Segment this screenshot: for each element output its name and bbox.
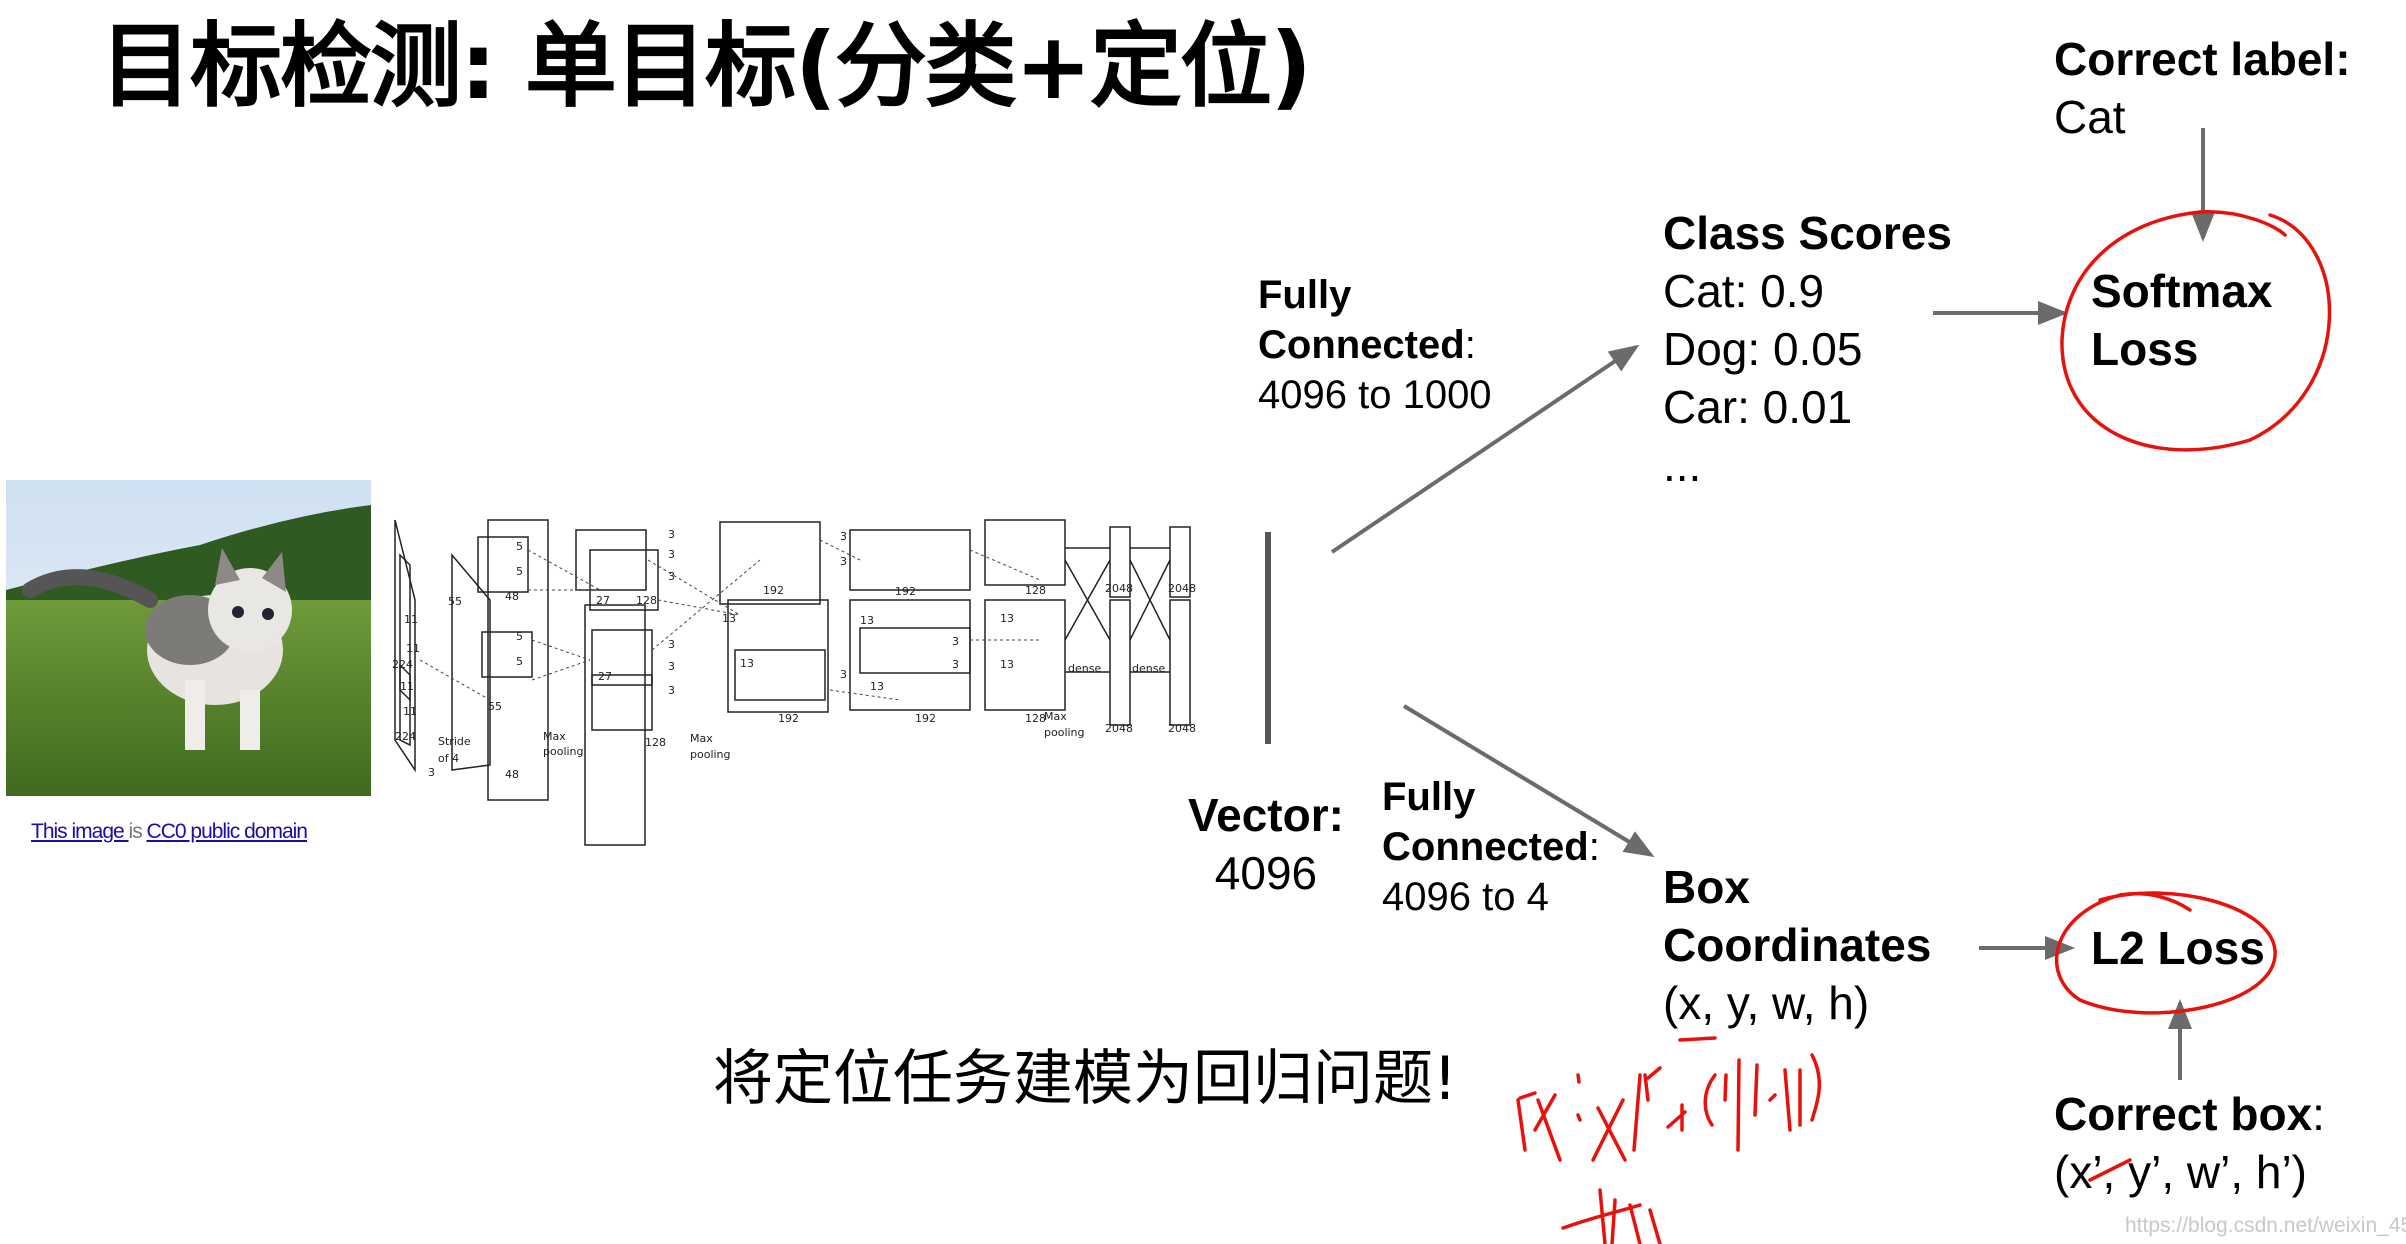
network-label: Max	[543, 730, 566, 743]
network-label: 5	[516, 540, 523, 553]
box-coordinates: Box Coordinates (x, y, w, h)	[1663, 858, 1931, 1032]
network-label: 224	[395, 730, 416, 743]
class-score-item: Cat: 0.9	[1663, 265, 1825, 317]
network-label: Stride	[438, 735, 471, 748]
network-label: 3	[952, 635, 959, 648]
vector-label: Vector: 4096	[1188, 786, 1344, 902]
fc-top-value: 4096 to 1000	[1258, 373, 1492, 417]
fc-top-colon: :	[1464, 323, 1476, 367]
network-label: 128	[1025, 584, 1046, 597]
network-label: 3	[840, 530, 847, 543]
vector-size: 4096	[1214, 847, 1318, 899]
network-label: 2048	[1105, 722, 1133, 735]
network-label: 224	[392, 658, 413, 671]
feature-vector-bar	[1265, 532, 1271, 744]
slide-title: 目标检测: 单目标(分类+定位)	[100, 13, 1312, 120]
class-score-item: ...	[1663, 439, 1702, 491]
correct-label-title: Correct label:	[2054, 33, 2351, 85]
l2-loss: L2 Loss	[2091, 922, 2265, 974]
fc-bottom-line2: Connected	[1382, 825, 1589, 869]
network-label: 3	[668, 548, 675, 561]
network-label: 13	[722, 612, 736, 625]
network-label: 13	[860, 614, 874, 627]
network-label: 2048	[1168, 582, 1196, 595]
network-label: 192	[915, 712, 936, 725]
network-label: 128	[636, 594, 657, 607]
fc-bottom-value: 4096 to 4	[1382, 875, 1549, 919]
correct-box-colon: :	[2312, 1088, 2325, 1140]
network-label: 48	[505, 590, 519, 603]
network-label: 11	[406, 642, 420, 655]
network-label: 192	[763, 584, 784, 597]
network-label: of 4	[438, 752, 459, 765]
network-label: 2048	[1168, 722, 1196, 735]
network-label: 3	[952, 658, 959, 671]
network-label: 27	[596, 594, 610, 607]
network-label: Max	[690, 732, 713, 745]
network-label: pooling	[1044, 726, 1085, 739]
network-label: 2048	[1105, 582, 1133, 595]
network-label: 13	[1000, 658, 1014, 671]
softmax-loss: Softmax Loss	[2091, 262, 2272, 378]
network-label: 128	[1025, 712, 1046, 725]
fc-top-label: Fully Connected: 4096 to 1000	[1258, 270, 1492, 420]
vector-title: Vector:	[1188, 789, 1344, 841]
network-label: 5	[516, 630, 523, 643]
license-link[interactable]: CC0 public domain	[146, 820, 308, 843]
fc-top-line2: Connected	[1258, 323, 1465, 367]
network-label: 11	[404, 613, 418, 626]
network-label: 55	[448, 595, 462, 608]
fc-bottom-line1: Fully	[1382, 775, 1476, 819]
class-score-item: Dog: 0.05	[1663, 323, 1863, 375]
correct-box-title: Correct box	[2054, 1088, 2313, 1140]
network-label: 13	[1000, 612, 1014, 625]
softmax-line1: Softmax	[2091, 265, 2273, 317]
network-label: 11	[400, 680, 414, 693]
correct-box-value: (x’, y’, w’, h’)	[2054, 1146, 2307, 1198]
softmax-line2: Loss	[2091, 323, 2199, 375]
network-label: 3	[668, 528, 675, 541]
network-label: 5	[516, 655, 523, 668]
correct-label: Correct label: Cat	[2054, 30, 2351, 146]
network-label: 13	[870, 680, 884, 693]
watermark: https://blog.csdn.net/weixin_45562510	[2125, 1214, 2406, 1237]
network-label: 55	[488, 700, 502, 713]
network-label: 3	[668, 570, 675, 583]
network-label: 3	[668, 684, 675, 697]
network-label: 3	[840, 555, 847, 568]
fc-bottom-label: Fully Connected: 4096 to 4	[1382, 772, 1600, 922]
box-coords-line2: Coordinates	[1663, 919, 1932, 971]
fc-top-line1: Fully	[1258, 273, 1352, 317]
fc-bottom-colon: :	[1588, 825, 1600, 869]
network-label: dense	[1068, 662, 1101, 675]
image-credit: This image is CC0 public domain	[31, 820, 308, 844]
class-scores: Class Scores Cat: 0.9 Dog: 0.05 Car: 0.0…	[1663, 204, 1952, 494]
network-label: 48	[505, 768, 519, 781]
network-label: 27	[598, 670, 612, 683]
box-coords-value: (x, y, w, h)	[1663, 977, 1870, 1029]
network-label: 5	[516, 565, 523, 578]
class-score-item: Car: 0.01	[1663, 381, 1853, 433]
box-coords-line1: Box	[1663, 861, 1750, 913]
correct-label-value: Cat	[2054, 91, 2126, 143]
network-label: Max	[1044, 710, 1067, 723]
credit-text: is	[128, 820, 147, 843]
network-label: 3	[668, 638, 675, 651]
network-label: pooling	[690, 748, 731, 761]
image-link[interactable]: This image	[31, 820, 129, 843]
network-label: 13	[740, 657, 754, 670]
network-label: 3	[428, 766, 435, 779]
network-label: 192	[895, 585, 916, 598]
network-label: 3	[840, 668, 847, 681]
class-scores-title: Class Scores	[1663, 207, 1952, 259]
network-label: dense	[1132, 662, 1165, 675]
network-label: 128	[645, 736, 666, 749]
network-label: 11	[403, 705, 417, 718]
network-label: pooling	[543, 745, 584, 758]
network-label: 192	[778, 712, 799, 725]
network-label: 3	[668, 660, 675, 673]
correct-box: Correct box: (x’, y’, w’, h’)	[2054, 1085, 2325, 1201]
regression-note: 将定位任务建模为回归问题!	[713, 1044, 1458, 1114]
